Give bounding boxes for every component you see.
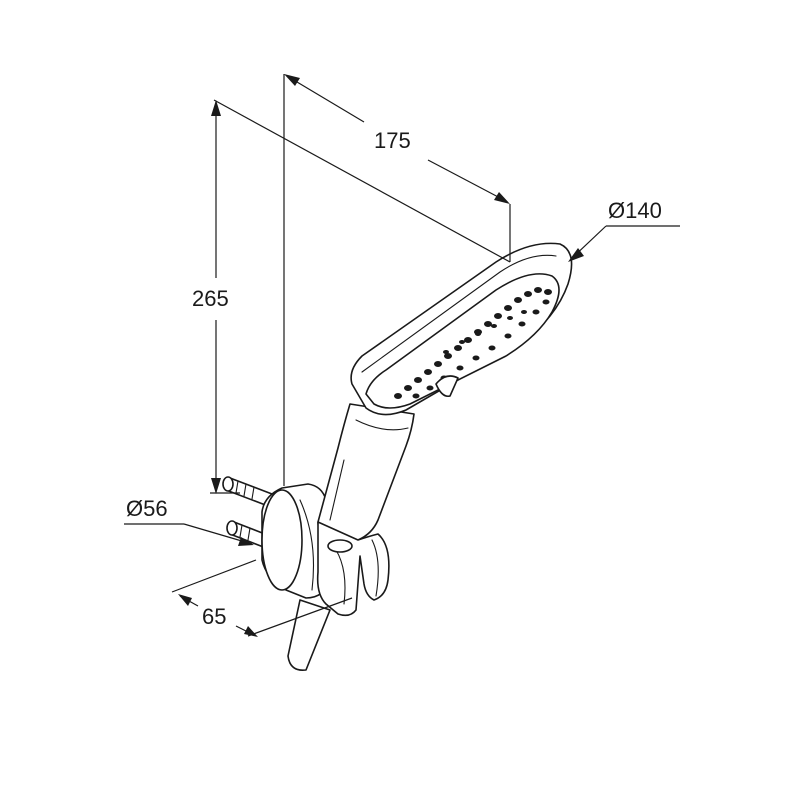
- hose: [287, 599, 331, 672]
- upper-screw: [222, 476, 273, 507]
- dimension-projection: 65: [171, 559, 353, 637]
- wall-holder: [261, 483, 331, 599]
- holder-clamp: [316, 521, 390, 617]
- dimension-head-diameter: Ø140: [568, 198, 680, 262]
- shower-handle: [317, 403, 415, 541]
- dimension-height-label: 265: [192, 286, 229, 311]
- dimension-width: 175: [283, 74, 511, 486]
- dimension-height: 265: [192, 99, 511, 494]
- dimension-holder-diameter: Ø56: [124, 496, 254, 546]
- dimension-projection-label: 65: [202, 604, 226, 629]
- dimension-holder-diameter-label: Ø56: [126, 496, 168, 521]
- dimension-width-label: 175: [374, 128, 411, 153]
- lower-screw: [226, 520, 271, 549]
- dimension-head-diameter-label: Ø140: [608, 198, 662, 223]
- wall-screws: [222, 476, 273, 549]
- shower-head: [350, 242, 573, 416]
